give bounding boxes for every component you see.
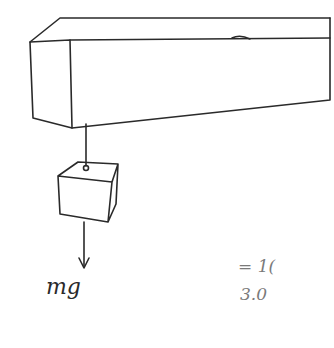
formula-fragment: = 1( [238,256,275,276]
arrow-head [79,258,89,268]
hook [84,166,89,171]
beam-end-face [30,40,72,128]
beam-front-face [72,18,330,128]
beam-top-face [30,18,330,42]
hanging-block [58,162,118,222]
weight-arrow [83,222,85,266]
hanging-string [85,124,87,166]
force-label: mg [46,274,81,299]
formula-fragment: 3.0 [240,284,267,304]
